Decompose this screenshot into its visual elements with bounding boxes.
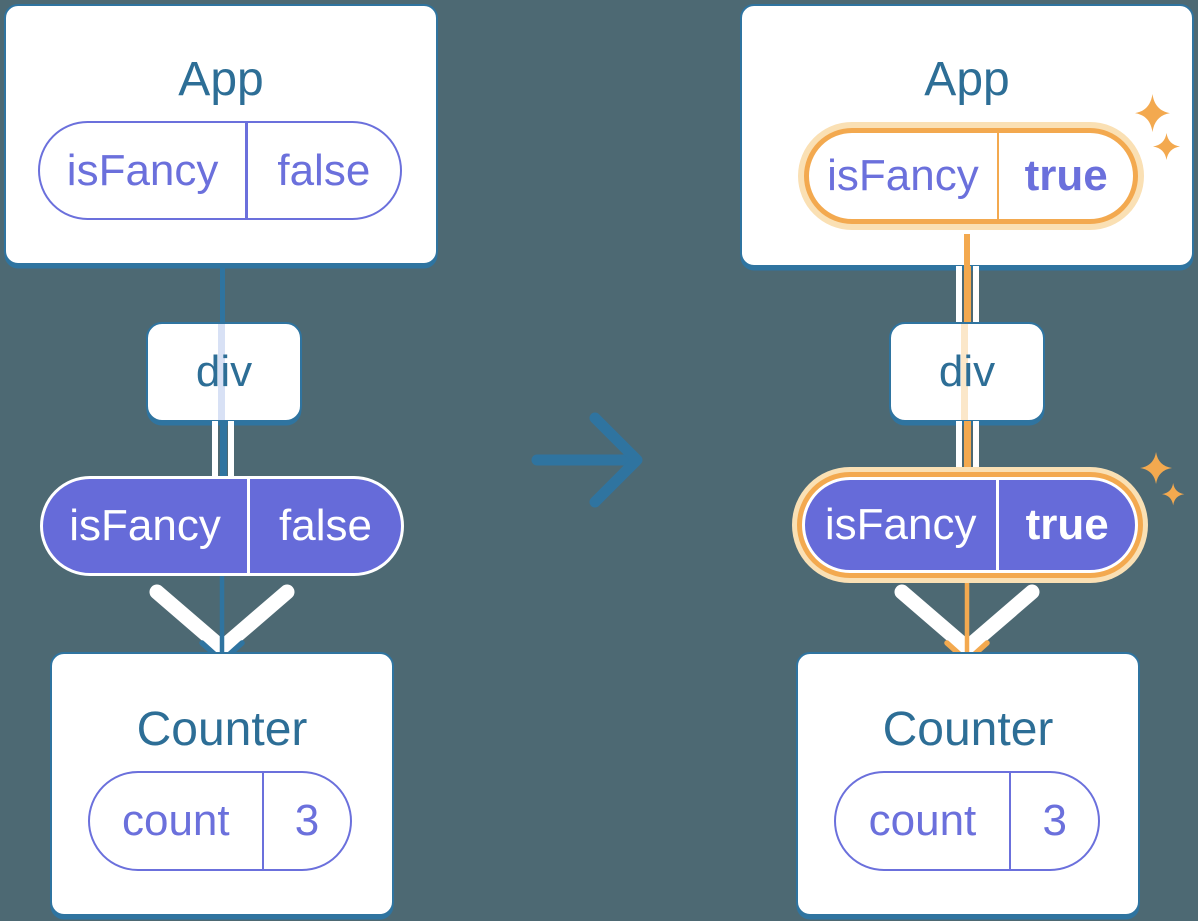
counter-card: Counter count 3 [50,652,394,916]
sparkles [1140,452,1185,506]
tree-edge [963,421,971,473]
prop-trace-line [218,324,225,420]
app-card: App isFancy false [4,4,438,265]
prop-flow-line [964,234,970,266]
prop-value: true [1024,151,1108,200]
app-card: App isFancy true [740,4,1194,267]
pill-divider [996,133,1000,219]
props-flow-line [973,266,979,324]
props-flow-line [973,421,979,473]
tree-edge [219,421,227,477]
tree-edge [219,264,225,324]
props-flow-line [228,421,234,477]
tree-edge [963,266,971,324]
props-flow-line [956,421,962,473]
sparkle-icon [1153,133,1180,160]
prop-value: false [279,501,372,550]
state-value: 3 [1042,796,1067,845]
prop-name: isFancy [827,151,979,200]
prop-value: false [277,145,371,195]
sparkle-icon [1162,483,1185,506]
prop-name: isFancy [66,145,219,195]
app-title: App [178,53,264,106]
transition-arrow-icon [531,412,643,508]
prop-trace-line [961,324,968,420]
state-name: count [868,796,977,845]
pill-divider [261,773,265,869]
counter-title: Counter [136,703,308,756]
pill-divider [996,480,1000,570]
div-label: div [195,347,253,396]
div-label: div [938,347,996,396]
div-card: div [889,322,1045,422]
prop-name: isFancy [69,501,221,550]
passed-prop-pill: isFancy false [40,476,404,576]
prop-name: isFancy [824,500,977,549]
counter-title: Counter [882,703,1054,756]
prop-value: true [1025,500,1109,549]
sparkles [1135,94,1180,160]
state-pill: count 3 [88,771,352,871]
pill-divider [247,479,251,573]
passed-prop-pill-highlighted: isFancy true [802,477,1138,573]
props-flow-line [212,421,218,477]
pill-divider [245,123,248,218]
prop-pill: isFancy false [38,121,402,220]
sparkle-icon [1135,94,1170,133]
app-title: App [924,53,1010,106]
counter-card: Counter count 3 [796,652,1140,916]
sparkle-icon [1140,452,1173,485]
div-card: div [146,322,302,422]
state-value: 3 [294,796,320,845]
props-flow-line [956,266,962,324]
prop-pill-highlighted: isFancy true [804,128,1138,224]
state-pill: count 3 [834,771,1100,871]
state-name: count [121,796,230,845]
pill-divider [1008,773,1012,869]
